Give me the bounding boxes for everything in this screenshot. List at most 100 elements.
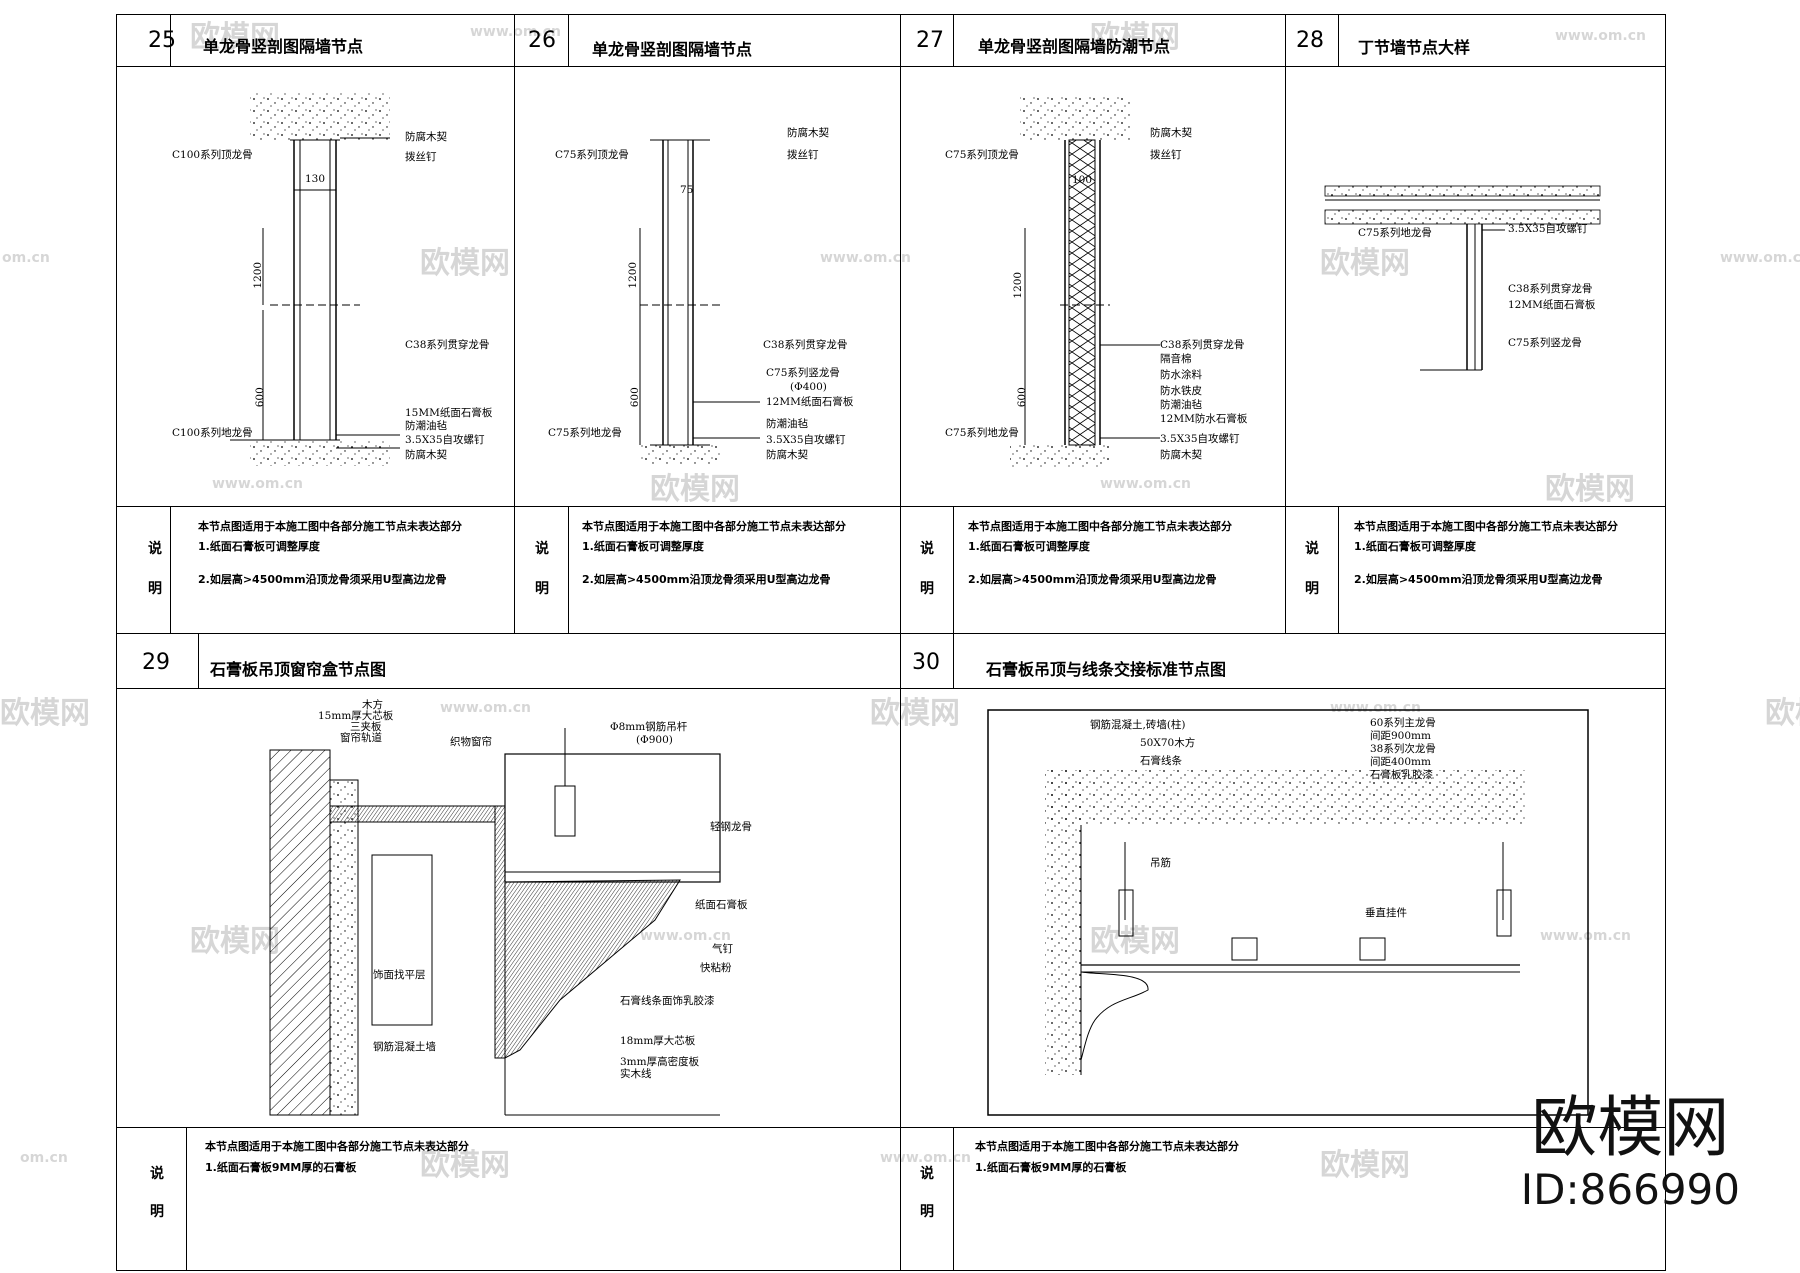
label: 饰面找平层 — [373, 969, 426, 981]
note-line: 1.纸面石膏板可调整厚度 — [968, 540, 1090, 553]
label: 轻钢龙骨 — [710, 821, 752, 833]
watermark: www.om.cn — [1540, 928, 1632, 944]
num-box-29 — [198, 633, 199, 688]
label: 间距400mm — [1370, 756, 1431, 768]
label: 防潮油毡 — [405, 420, 447, 432]
dimension-label: 1200 — [627, 261, 640, 289]
label: C38系列贯穿龙骨 — [763, 339, 848, 351]
dimension-label: 100 — [1072, 174, 1093, 186]
row-title-divider-top — [116, 66, 1666, 67]
watermark: www.om.cn — [820, 250, 912, 266]
label: 3.5X35自攻螺钉 — [1508, 223, 1588, 235]
label: 防潮油毡 — [766, 418, 808, 430]
watermark: www.om.cn — [1100, 476, 1192, 492]
label: 18mm厚大芯板 — [620, 1035, 696, 1047]
label: 拨丝钉 — [1150, 149, 1182, 161]
note-line: 本节点图适用于本施工图中各部分施工节点未表达部分 — [975, 1140, 1239, 1153]
watermark: om.cn — [2, 250, 50, 266]
dimension-label: 600 — [253, 387, 266, 408]
label: 纸面石膏板 — [695, 899, 748, 911]
watermark: 欧模网 — [650, 472, 740, 507]
panel-title: 丁节墙节点大样 — [1358, 38, 1471, 57]
label: 窗帘轨道 — [340, 732, 382, 744]
watermark: 欧模网 — [0, 696, 90, 731]
label: 防腐木契 — [1150, 127, 1192, 139]
note-sep-28 — [1338, 506, 1339, 633]
dimension-label: 600 — [628, 387, 641, 408]
label: 隔音棉 — [1160, 353, 1192, 365]
note-line: 1.纸面石膏板可调整厚度 — [1354, 540, 1476, 553]
label: C75系列竖龙骨 — [766, 367, 840, 379]
label: 拨丝钉 — [787, 149, 819, 161]
note-line: 本节点图适用于本施工图中各部分施工节点未表达部分 — [205, 1140, 469, 1153]
watermark: 欧模网 — [420, 246, 510, 281]
label: C75系列顶龙骨 — [555, 149, 629, 161]
label: 三夹板 — [350, 721, 382, 733]
label: 15MM纸面石膏板 — [405, 407, 493, 419]
dimension-label: 75 — [680, 184, 694, 196]
label: 防腐木契 — [405, 131, 447, 143]
note-line: 2.如层高>4500mm沿顶龙骨须采用U型高边龙骨 — [1354, 573, 1603, 586]
note-line: 2.如层高>4500mm沿顶龙骨须采用U型高边龙骨 — [198, 573, 447, 586]
note-sep-29 — [186, 1127, 187, 1271]
label: 石膏线条 — [1140, 755, 1182, 767]
col-divider-3 — [1285, 14, 1286, 633]
label: C38系列贯穿龙骨 — [1160, 339, 1245, 351]
label: 15mm厚大芯板 — [318, 710, 394, 722]
num-box-26 — [568, 14, 569, 66]
label: (Φ900) — [636, 734, 673, 746]
watermark: www.om.cn — [1720, 250, 1800, 266]
num-box-30 — [953, 633, 954, 688]
label: 拨丝钉 — [405, 151, 437, 163]
label: 垂直挂件 — [1365, 907, 1407, 919]
note-sep-30 — [953, 1127, 954, 1271]
label: C75系列顶龙骨 — [945, 149, 1019, 161]
note-side-label: 说 — [150, 1166, 164, 1182]
watermark: www.om.cn — [880, 1150, 972, 1166]
col-divider-bottom — [900, 633, 901, 1271]
label: 3.5X35自攻螺钉 — [405, 434, 485, 446]
label: 50X70木方 — [1140, 737, 1196, 749]
watermark: 欧模网 — [1090, 20, 1180, 55]
label: C38系列贯穿龙骨 — [405, 339, 490, 351]
label: (Φ400) — [790, 381, 827, 393]
label: 钢筋混凝土墙 — [373, 1041, 436, 1053]
label: 气钉 — [712, 943, 733, 955]
panel-title: 单龙骨竖剖图隔墙节点 — [592, 40, 753, 59]
note-side-label: 明 — [150, 1204, 164, 1220]
label: C75系列地龙骨 — [1358, 227, 1432, 239]
label: 38系列次龙骨 — [1370, 743, 1436, 755]
note-line: 本节点图适用于本施工图中各部分施工节点未表达部分 — [198, 520, 462, 533]
label: 织物窗帘 — [450, 736, 492, 748]
label: 间距900mm — [1370, 730, 1431, 742]
label: 防腐木契 — [405, 449, 447, 461]
label: 12MM纸面石膏板 — [1508, 299, 1596, 311]
label: C100系列顶龙骨 — [172, 149, 253, 161]
row-notes-divider-bottom — [116, 1127, 1666, 1128]
note-side-label: 说 — [920, 541, 934, 557]
drawing-sheet — [116, 14, 1666, 1271]
watermark: 欧模网 — [1545, 472, 1635, 507]
row-notes-divider-top — [116, 506, 1666, 507]
note-side-label: 说 — [1305, 541, 1319, 557]
note-line: 2.如层高>4500mm沿顶龙骨须采用U型高边龙骨 — [968, 573, 1217, 586]
row-title-divider-bottom — [116, 688, 1666, 689]
brand-name: 欧模网 — [1531, 1089, 1730, 1166]
panel-title: 单龙骨竖剖图隔墙防潮节点 — [978, 37, 1171, 56]
note-line: 2.如层高>4500mm沿顶龙骨须采用U型高边龙骨 — [582, 573, 831, 586]
label: 钢筋混凝土,砖墙(柱) — [1090, 719, 1186, 731]
detail-29-drawing — [269, 728, 721, 1116]
num-box-27 — [953, 14, 954, 66]
note-side-label: 说 — [920, 1166, 934, 1182]
label: 60系列主龙骨 — [1370, 717, 1436, 729]
note-side-label: 说 — [535, 541, 549, 557]
label: 防腐木契 — [766, 449, 808, 461]
note-side-label: 明 — [920, 581, 934, 597]
label: 防水涂料 — [1160, 369, 1202, 381]
label: 12MM防水石膏板 — [1160, 413, 1248, 425]
note-line: 本节点图适用于本施工图中各部分施工节点未表达部分 — [1354, 520, 1618, 533]
label: C38系列贯穿龙骨 — [1508, 283, 1593, 295]
panel-title: 石膏板吊顶窗帘盒节点图 — [210, 660, 387, 679]
watermark: 欧模网 — [190, 924, 280, 959]
